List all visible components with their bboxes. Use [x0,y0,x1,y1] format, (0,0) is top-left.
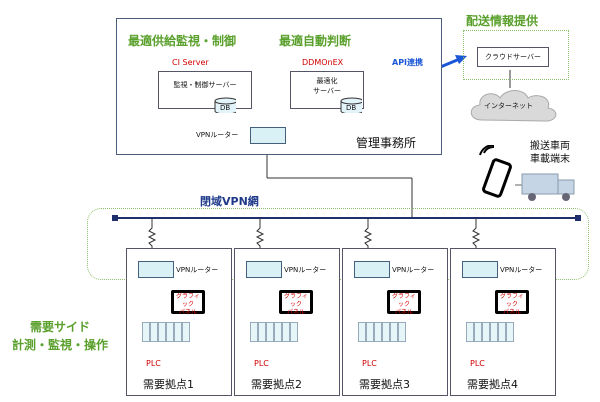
demand-site-label-2: 需要拠点2 [251,378,302,391]
vehicle-label: 搬送車両 車載端末 [530,141,570,165]
graphic-panel: グラフィック パネル [171,290,205,316]
site-vpn-router [138,261,174,278]
plc-label: PLC [146,359,161,368]
site-vpn-router-label: VPNルーター [284,266,327,274]
internet-cloud-icon [470,90,557,122]
demand-site-label-4: 需要拠点4 [467,378,518,391]
optimization-server: 最適化 サーバー [290,71,364,109]
closed-vpn-label: 閉域VPN網 [200,195,259,208]
site-vpn-router-label: VPNルーター [392,266,435,274]
delivery-info-title: 配送情報提供 [466,14,539,28]
truck-icon [521,173,575,201]
supply-monitor-title: 最適供給監視・制御 [128,34,237,48]
site-vpn-router-label: VPNルーター [500,266,543,274]
office-label: 管理事務所 [356,136,417,150]
demand-side-title: 需要サイド 計測・監視・操作 [0,318,120,354]
site-vpn-router [462,261,498,278]
graphic-panel: グラフィック パネル [387,290,421,316]
site-vpn-router-label: VPNルーター [176,266,219,274]
graphic-panel-label: グラフィック パネル [390,293,418,316]
ddmonex-label: DDMOnEX [302,58,344,67]
plc-unit [250,318,298,344]
graphic-panel: グラフィック パネル [495,290,529,316]
db-label-2: DB [346,104,357,112]
api-label: API連携 [392,58,424,67]
db-cylinder-icon [214,97,236,113]
plc-unit [358,318,406,344]
demand-side-title-line2: 計測・監視・操作 [11,338,108,352]
graphic-panel-label: グラフィック パネル [498,293,526,316]
internet-label: インターネット [484,102,533,110]
demand-site-label-1: 需要拠点1 [143,378,194,391]
site-vpn-router [246,261,282,278]
demand-side-title-line1: 需要サイド [29,320,90,334]
cloud-server-box: クラウドサーバー [477,47,549,67]
cloud-server-label: クラウドサーバー [485,53,541,61]
cloud-area [463,30,569,80]
smartphone-icon [479,145,512,198]
graphic-panel-label: グラフィック パネル [174,293,202,316]
ci-server-label: CI Server [172,58,209,67]
site-vpn-router [354,261,390,278]
optimization-server-label: 最適化 サーバー [313,77,341,95]
monitor-control-server-label: 監視・制御サーバー [173,81,237,89]
demand-site-label-3: 需要拠点3 [359,378,410,391]
graphic-panel: グラフィック パネル [279,290,313,316]
graphic-panel-label: グラフィック パネル [282,293,310,316]
plc-label: PLC [362,359,377,368]
office-vpn-router [250,127,286,144]
plc-unit [142,318,190,344]
plc-unit [466,318,514,344]
db-cylinder-icon [340,97,362,113]
auto-judgement-title: 最適自動判断 [279,34,352,48]
plc-label: PLC [254,359,269,368]
plc-label: PLC [470,359,485,368]
monitor-control-server: 監視・制御サーバー [158,71,252,109]
office-vpn-router-label: VPNルーター [196,131,239,139]
db-label-1: DB [220,104,231,112]
